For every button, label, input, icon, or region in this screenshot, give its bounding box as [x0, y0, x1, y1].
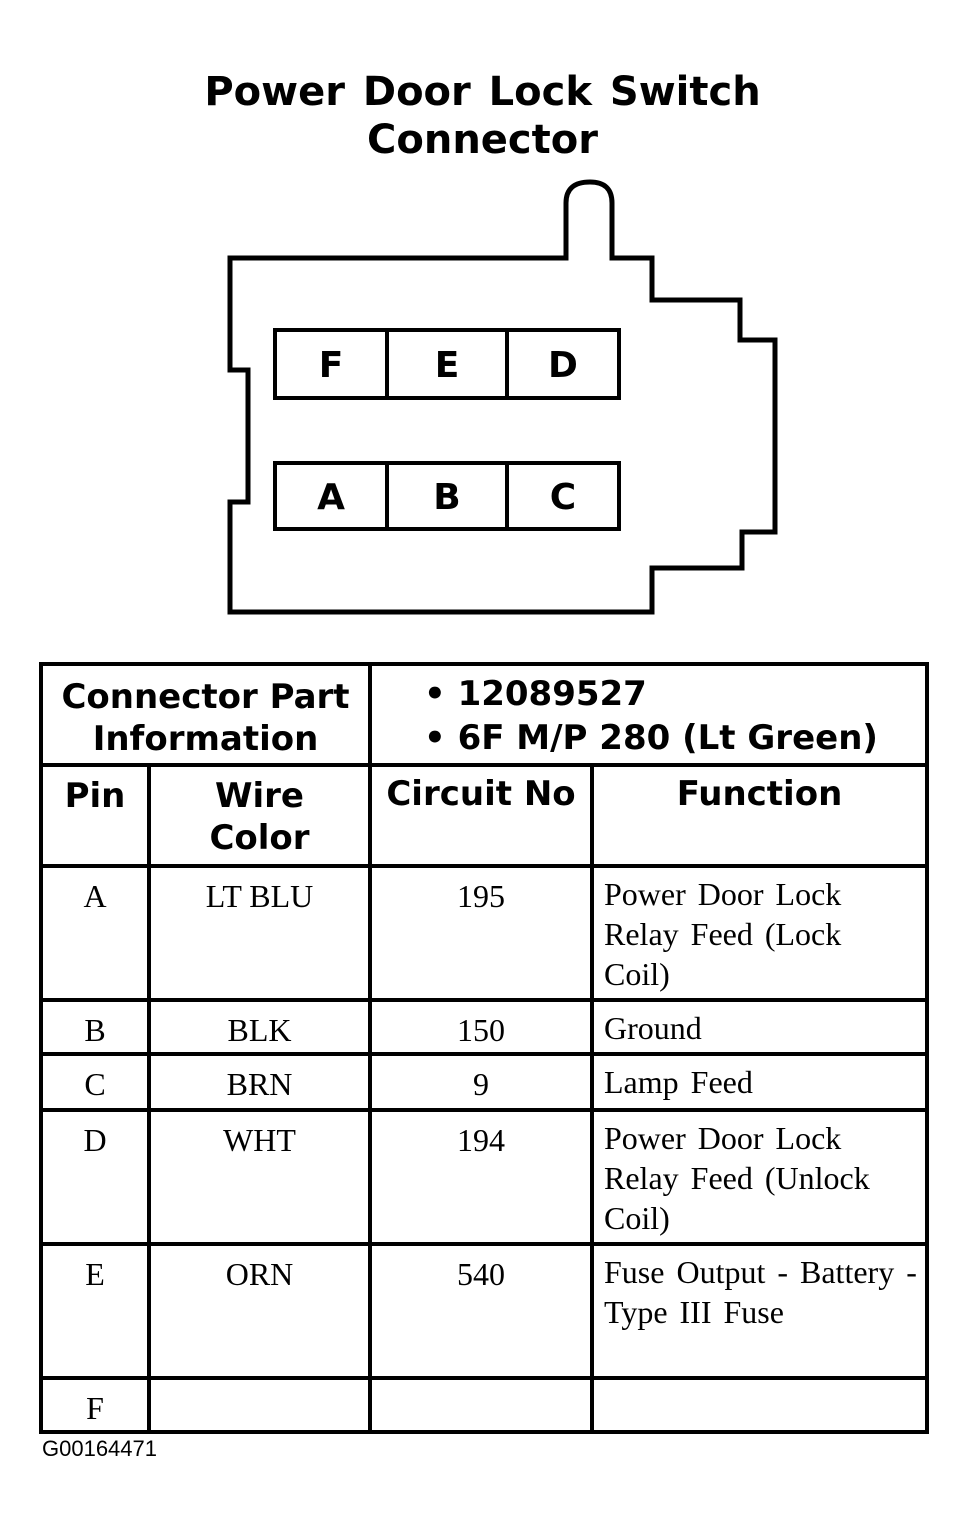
connector-bottom-row: A B C	[273, 461, 621, 531]
circuit-cell: 150	[368, 998, 594, 1056]
cavity-d	[505, 328, 621, 400]
pin-label-b: B	[433, 477, 460, 518]
pin-label-f: F	[319, 345, 344, 386]
column-header-wire-color-line-1: Wire	[215, 776, 304, 816]
wire-color-cell: BLK	[147, 998, 372, 1056]
pin-cell: D	[39, 1108, 151, 1246]
connector-top-row: F E D	[273, 328, 621, 400]
circuit-cell: 195	[368, 864, 594, 1002]
cavity-c	[505, 461, 621, 531]
diagram-title: Power Door Lock Switch Connector	[0, 68, 965, 164]
table-row: A LT BLU 195 Power Door Lock Relay Feed …	[39, 864, 929, 1002]
function-cell: Power Door Lock Relay Feed (Unlock Coil)	[590, 1108, 929, 1246]
table-row: E ORN 540 Fuse Output - Battery - Type I…	[39, 1242, 929, 1380]
function-cell: Fuse Output - Battery - Type III Fuse	[590, 1242, 929, 1380]
part-number: • 12089527	[424, 674, 647, 714]
column-header-pin: Pin	[39, 763, 151, 868]
function-cell: Ground	[590, 998, 929, 1056]
wire-color-cell: LT BLU	[147, 864, 372, 1002]
function-cell	[590, 1376, 929, 1434]
column-header-function: Function	[590, 763, 929, 868]
pin-label-e: E	[435, 345, 460, 386]
circuit-cell: 194	[368, 1108, 594, 1246]
part-info-values: • 12089527 • 6F M/P 280 (Lt Green)	[368, 662, 929, 767]
table-row: B BLK 150 Ground	[39, 998, 929, 1056]
column-header-circuit: Circuit No	[368, 763, 594, 868]
pin-label-d: D	[548, 345, 578, 386]
pin-cell: A	[39, 864, 151, 1002]
wire-color-cell: WHT	[147, 1108, 372, 1246]
part-info-row: Connector Part Information • 12089527 • …	[39, 662, 929, 767]
wire-color-cell	[147, 1376, 372, 1434]
title-line-1: Power Door Lock Switch	[204, 69, 761, 115]
column-header-row: Pin Wire Color Circuit No Function	[39, 763, 929, 868]
table-row: D WHT 194 Power Door Lock Relay Feed (Un…	[39, 1108, 929, 1246]
circuit-cell	[368, 1376, 594, 1434]
column-header-wire-color-line-2: Color	[209, 818, 310, 858]
connector-housing-outline	[227, 179, 778, 615]
connector-drawing: F E D A B C	[227, 179, 778, 615]
column-header-wire-color: Wire Color	[147, 763, 372, 868]
part-description: • 6F M/P 280 (Lt Green)	[424, 718, 878, 758]
function-cell: Lamp Feed	[590, 1052, 929, 1112]
table-row: F	[39, 1376, 929, 1434]
part-info-label: Connector Part Information	[39, 662, 372, 767]
connector-info-table: Connector Part Information • 12089527 • …	[39, 662, 929, 1434]
pin-cell: B	[39, 998, 151, 1056]
wire-color-cell: ORN	[147, 1242, 372, 1380]
pin-label-c: C	[550, 477, 576, 518]
circuit-cell: 540	[368, 1242, 594, 1380]
pin-cell: F	[39, 1376, 151, 1434]
figure-id: G00164471	[42, 1436, 157, 1461]
function-cell: Power Door Lock Relay Feed (Lock Coil)	[590, 864, 929, 1002]
pin-label-a: A	[317, 477, 345, 518]
table-row: C BRN 9 Lamp Feed	[39, 1052, 929, 1112]
part-info-label-line-2: Information	[92, 719, 319, 759]
pin-cell: E	[39, 1242, 151, 1380]
wire-color-cell: BRN	[147, 1052, 372, 1112]
title-line-2: Connector	[367, 117, 598, 163]
part-info-label-line-1: Connector Part	[61, 677, 350, 717]
pin-cell: C	[39, 1052, 151, 1112]
circuit-cell: 9	[368, 1052, 594, 1112]
